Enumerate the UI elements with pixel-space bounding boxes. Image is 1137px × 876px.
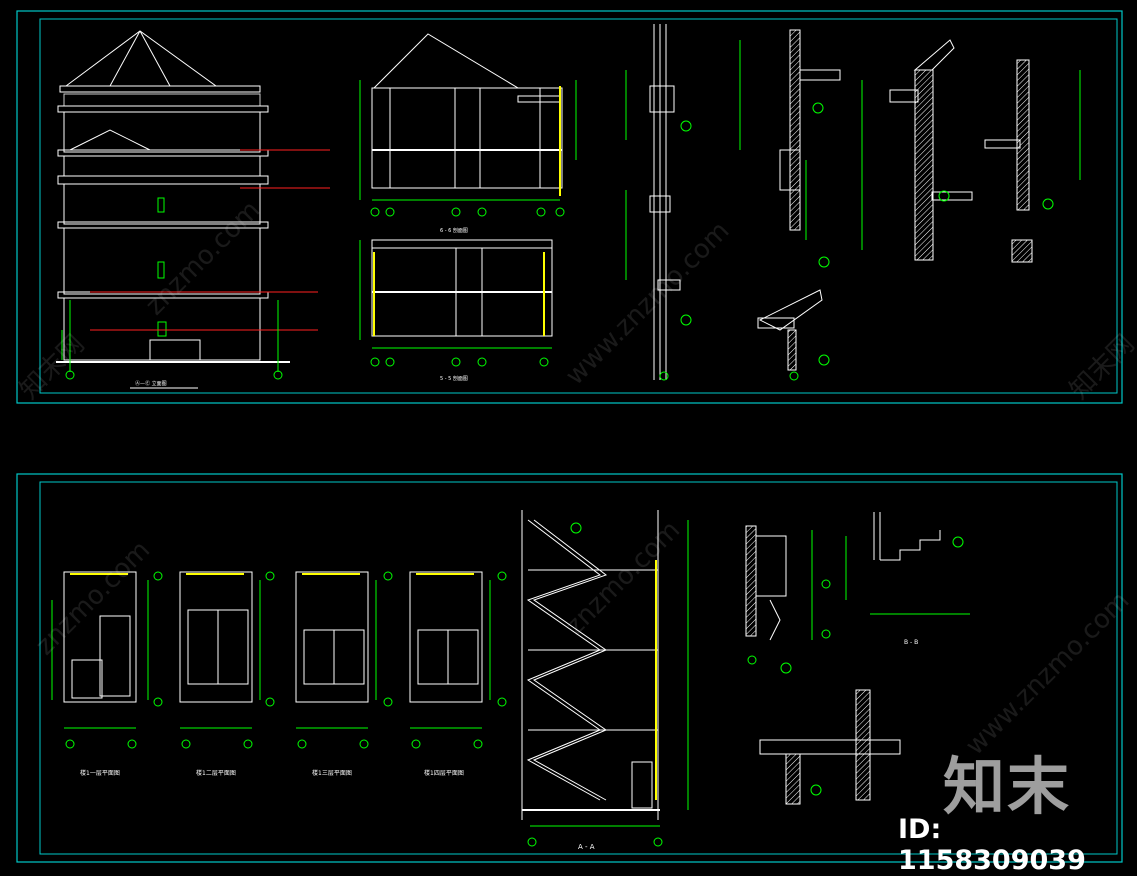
bottom-sheet-outer-frame <box>16 473 1123 863</box>
stair-section-a-a <box>521 510 660 820</box>
stair-section-title: A - A <box>578 843 595 851</box>
wall-details-dims <box>625 40 1081 381</box>
stair-details-dims <box>747 530 970 796</box>
stair-plan-2 <box>179 571 253 703</box>
section-5-5-title: 5 - 5 剖面图 <box>440 375 468 382</box>
wall-details-top <box>649 24 1033 380</box>
section-5-5-drawing <box>371 239 553 337</box>
elevation-axis-markers <box>61 300 283 380</box>
stair-plan-3-title: 楼1三层平面图 <box>312 769 352 777</box>
brand-logo: 知末 <box>943 750 1072 823</box>
stair-plan-3 <box>295 571 369 703</box>
stair-plan-2-title: 楼1二层平面图 <box>196 769 236 777</box>
stair-plan-dims <box>51 571 507 749</box>
section-6-6-title: 6 - 6 剖面图 <box>440 227 468 234</box>
stair-plan-1 <box>63 571 137 703</box>
bottom-sheet-inner-frame <box>39 481 1118 855</box>
detail-section-title: B - B <box>904 639 918 646</box>
top-sheet-outer-frame <box>16 10 1123 404</box>
stair-plan-4 <box>409 571 483 703</box>
section-5-5-dims <box>359 240 552 367</box>
stair-details <box>745 512 941 805</box>
top-sheet-inner-frame <box>39 18 1118 394</box>
elevation-a-e-drawing <box>56 30 290 363</box>
top-sheet: Ⓐ—Ⓔ 立面图 6 - 6 剖面图 <box>16 10 1123 404</box>
elevation-title: Ⓐ—Ⓔ 立面图 <box>135 380 167 387</box>
section-6-6-drawing <box>371 33 563 196</box>
stair-plan-4-title: 楼1四层平面图 <box>424 769 464 777</box>
stair-section-dims <box>527 520 689 847</box>
section-6-6-dims <box>359 80 577 217</box>
bottom-sheet: 楼1一层平面图 楼1二层平面图 楼1三层平面图 楼1四层平面图 A - A <box>16 473 1123 863</box>
stair-plan-1-title: 楼1一层平面图 <box>80 769 120 777</box>
id-label: ID: 1158309039 <box>898 814 1086 876</box>
elevation-red-level-lines <box>90 149 330 331</box>
